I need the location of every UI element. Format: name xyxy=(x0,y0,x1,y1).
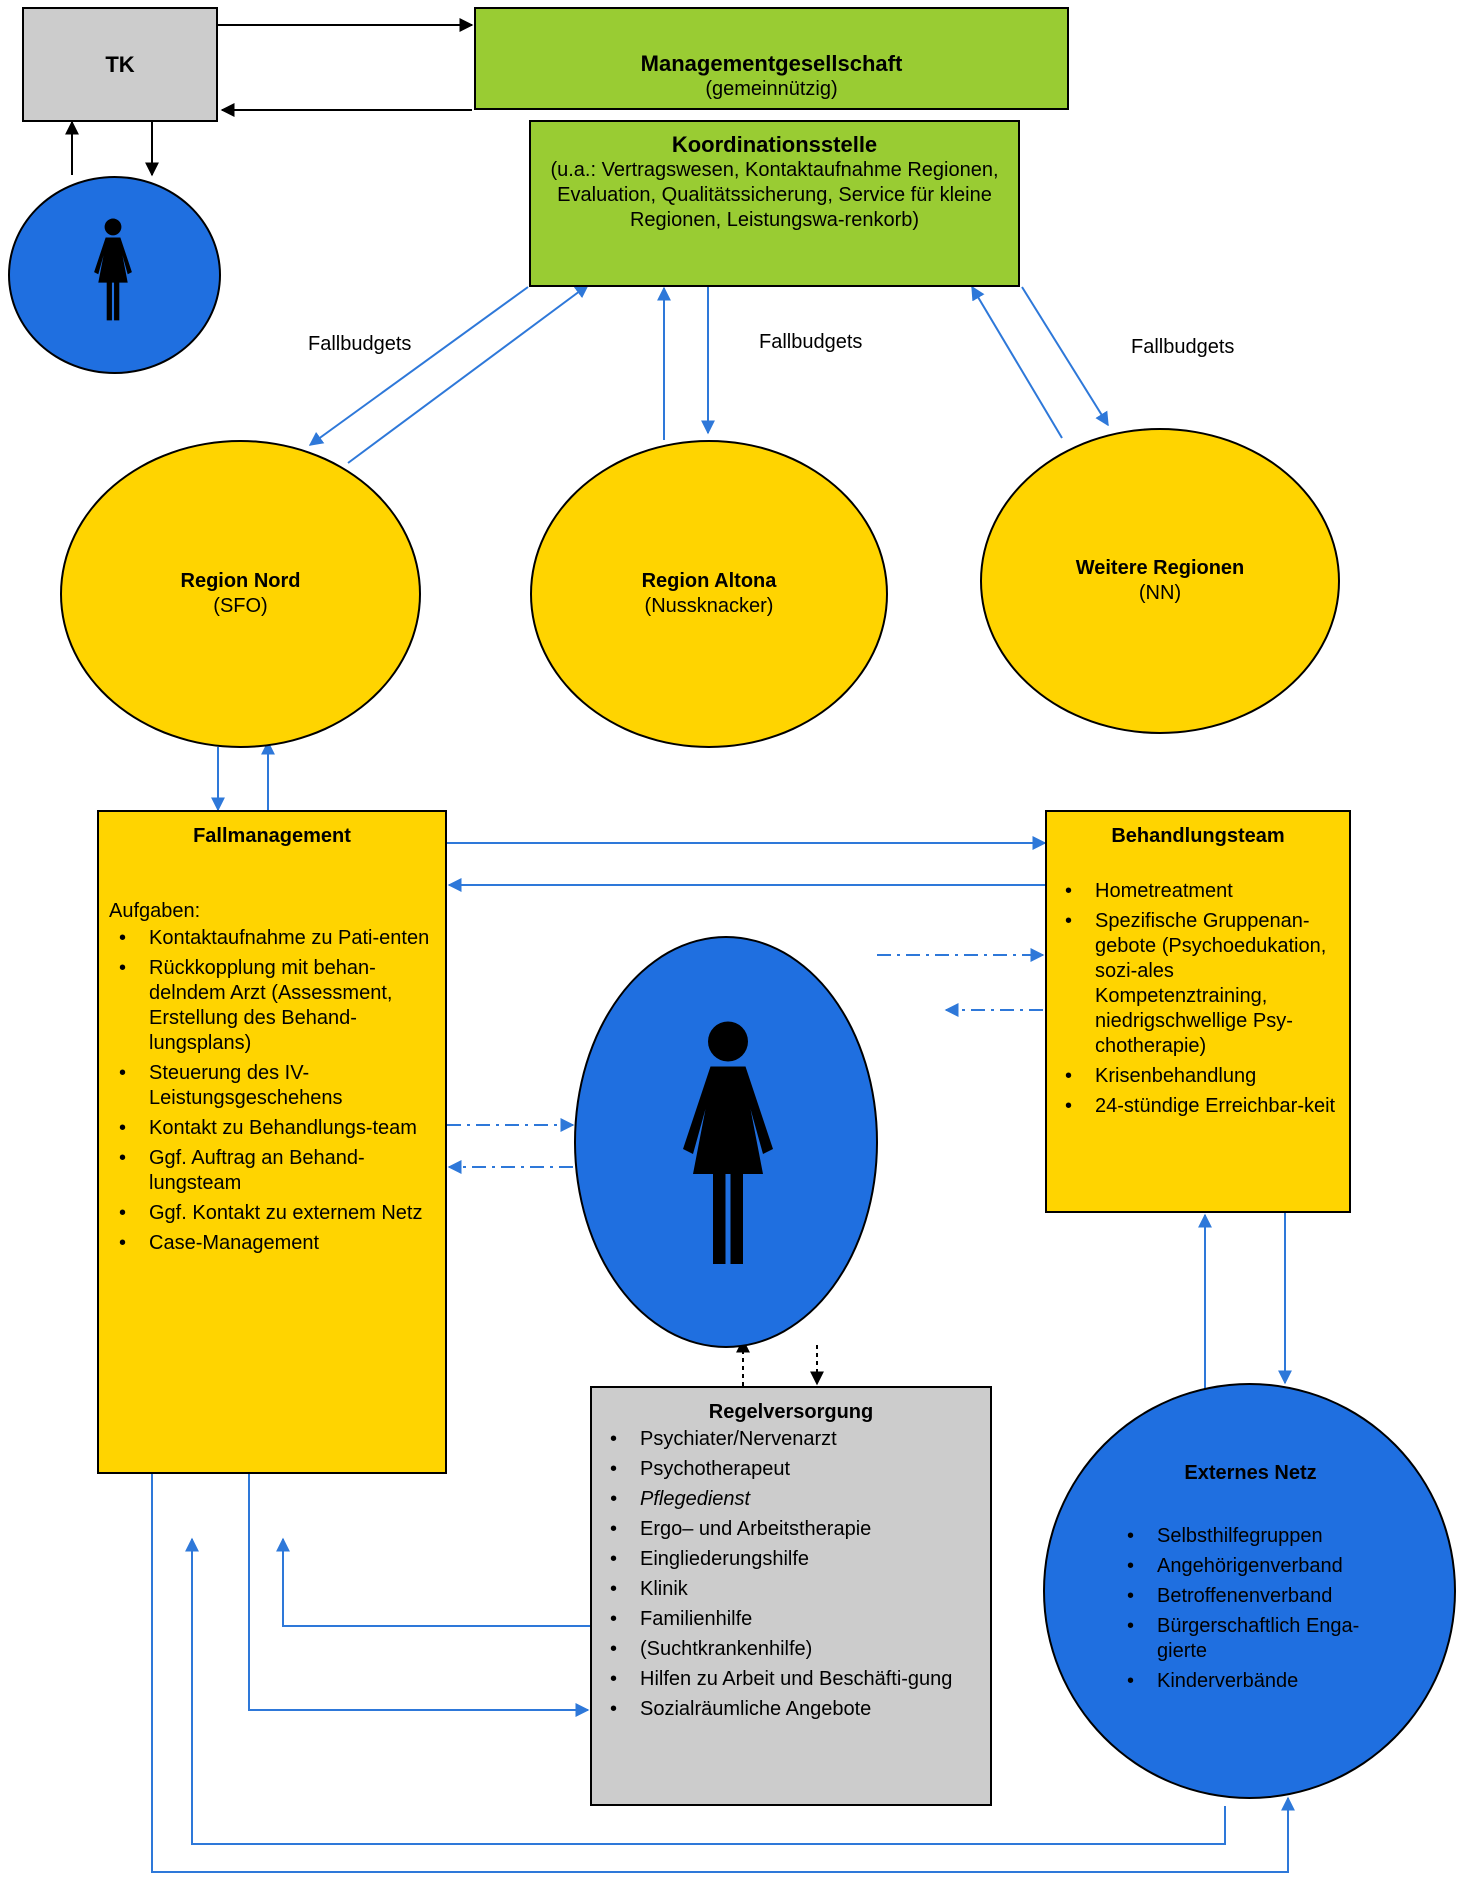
externes-netz-circle: Externes Netz Selbsthilfegruppen Angehör… xyxy=(1043,1383,1456,1799)
fallmanagement-intro: Aufgaben: xyxy=(109,900,201,922)
list-item: Ggf. Auftrag an Behand-lungsteam xyxy=(109,1146,435,1196)
arrow-koord-to-weitere xyxy=(1021,286,1109,427)
list-item: Kinderverbände xyxy=(1117,1669,1384,1694)
arrow-rv-to-fm xyxy=(276,1537,590,1627)
fallbudgets-label-nord: Fallbudgets xyxy=(308,333,412,355)
region-altona-circle: Region Altona (Nussknacker) xyxy=(530,440,888,748)
list-item: (Suchtkrankenhilfe) xyxy=(600,1637,982,1662)
fallmanagement-list: Kontaktaufnahme zu Pati-enten Rückkopplu… xyxy=(109,926,435,1256)
list-item: Familienhilfe xyxy=(600,1607,982,1632)
list-item: Steuerung des IV-Leistungsgeschehens xyxy=(109,1061,435,1111)
regelversorgung-title: Regelversorgung xyxy=(708,1401,874,1423)
region-altona-name: Region Altona xyxy=(641,570,777,592)
list-item: Sozialräumliche Angebote xyxy=(600,1697,982,1722)
arrow-nord-to-koord xyxy=(347,284,590,464)
list-item: Kontaktaufnahme zu Pati-enten xyxy=(109,926,435,951)
arrow-fm-to-rv xyxy=(248,1474,590,1717)
list-item: Hometreatment xyxy=(1055,879,1341,904)
regelversorgung-box: Regelversorgung Psychiater/Nervenarzt Ps… xyxy=(590,1386,992,1806)
externes-netz-list: Selbsthilfegruppen Angehörigenverband Be… xyxy=(1117,1524,1384,1694)
list-item: Rückkopplung mit behan-delndem Arzt (Ass… xyxy=(109,956,435,1056)
management-box: Managementgesellschaft (gemeinnützig) xyxy=(474,7,1069,110)
region-nord-circle: Region Nord (SFO) xyxy=(60,440,421,748)
behandlungsteam-title: Behandlungsteam xyxy=(1111,825,1285,847)
region-weitere-name: Weitere Regionen xyxy=(1075,557,1245,579)
koordination-title: Koordinationsstelle xyxy=(671,132,878,157)
tk-box: TK xyxy=(22,7,218,122)
fallmanagement-box: Fallmanagement Aufgaben: Kontaktaufnahme… xyxy=(97,810,447,1474)
behandlungsteam-box: Behandlungsteam Hometreatment Spezifisch… xyxy=(1045,810,1351,1213)
list-item: Eingliederungshilfe xyxy=(600,1547,982,1572)
list-item: Krisenbehandlung xyxy=(1055,1064,1341,1089)
tk-person-circle xyxy=(8,176,221,374)
region-weitere-sub: (NN) xyxy=(1138,582,1182,604)
list-item: Klinik xyxy=(600,1577,982,1602)
person-icon xyxy=(94,218,132,321)
list-item: Ggf. Kontakt zu externem Netz xyxy=(109,1201,435,1226)
fallbudgets-label-weitere: Fallbudgets xyxy=(1131,336,1235,358)
region-weitere-circle: Weitere Regionen (NN) xyxy=(980,428,1340,734)
list-item: Psychiater/Nervenarzt xyxy=(600,1427,982,1452)
management-title: Managementgesellschaft xyxy=(640,51,903,76)
list-item: Betroffenenverband xyxy=(1117,1584,1384,1609)
arrow-weitere-to-koord xyxy=(971,285,1063,439)
koordination-text: (u.a.: Vertragswesen, Kontaktaufnahme Re… xyxy=(550,159,999,231)
regelversorgung-list: Psychiater/Nervenarzt Psychotherapeut Pf… xyxy=(600,1427,982,1722)
list-item: Case-Management xyxy=(109,1231,435,1256)
list-item: Selbsthilfegruppen xyxy=(1117,1524,1384,1549)
arrow-koord-to-nord xyxy=(308,286,529,446)
behandlungsteam-list: Hometreatment Spezifische Gruppenan-gebo… xyxy=(1055,879,1341,1119)
list-item: Ergo– und Arbeitstherapie xyxy=(600,1517,982,1542)
list-item: 24-stündige Erreichbar-keit xyxy=(1055,1094,1341,1119)
list-item: Pflegedienst xyxy=(600,1487,982,1512)
list-item: Psychotherapeut xyxy=(600,1457,982,1482)
tk-label: TK xyxy=(105,51,135,77)
person-icon xyxy=(683,1021,773,1264)
arrow-fm-to-extnetz xyxy=(151,1474,1295,1873)
fallmanagement-title: Fallmanagement xyxy=(193,825,351,847)
list-item: Spezifische Gruppenan-gebote (Psychoeduk… xyxy=(1055,909,1341,1059)
patient-circle xyxy=(574,936,878,1348)
region-nord-sub: (SFO) xyxy=(213,595,268,617)
region-altona-sub: (Nussknacker) xyxy=(644,595,774,617)
externes-netz-title: Externes Netz xyxy=(1184,1462,1317,1484)
arrow-extnetz-to-fm xyxy=(185,1537,1226,1845)
list-item: Hilfen zu Arbeit und Beschäfti-gung xyxy=(600,1667,982,1692)
koordination-box: Koordinationsstelle (u.a.: Vertragswesen… xyxy=(529,120,1020,287)
list-item: Bürgerschaftlich Enga-gierte xyxy=(1117,1614,1384,1664)
fallbudgets-label-altona: Fallbudgets xyxy=(759,331,863,353)
list-item: Kontakt zu Behandlungs-team xyxy=(109,1116,435,1141)
region-nord-name: Region Nord xyxy=(180,570,301,592)
list-item: Angehörigenverband xyxy=(1117,1554,1384,1579)
management-subtitle: (gemeinnützig) xyxy=(705,78,838,100)
